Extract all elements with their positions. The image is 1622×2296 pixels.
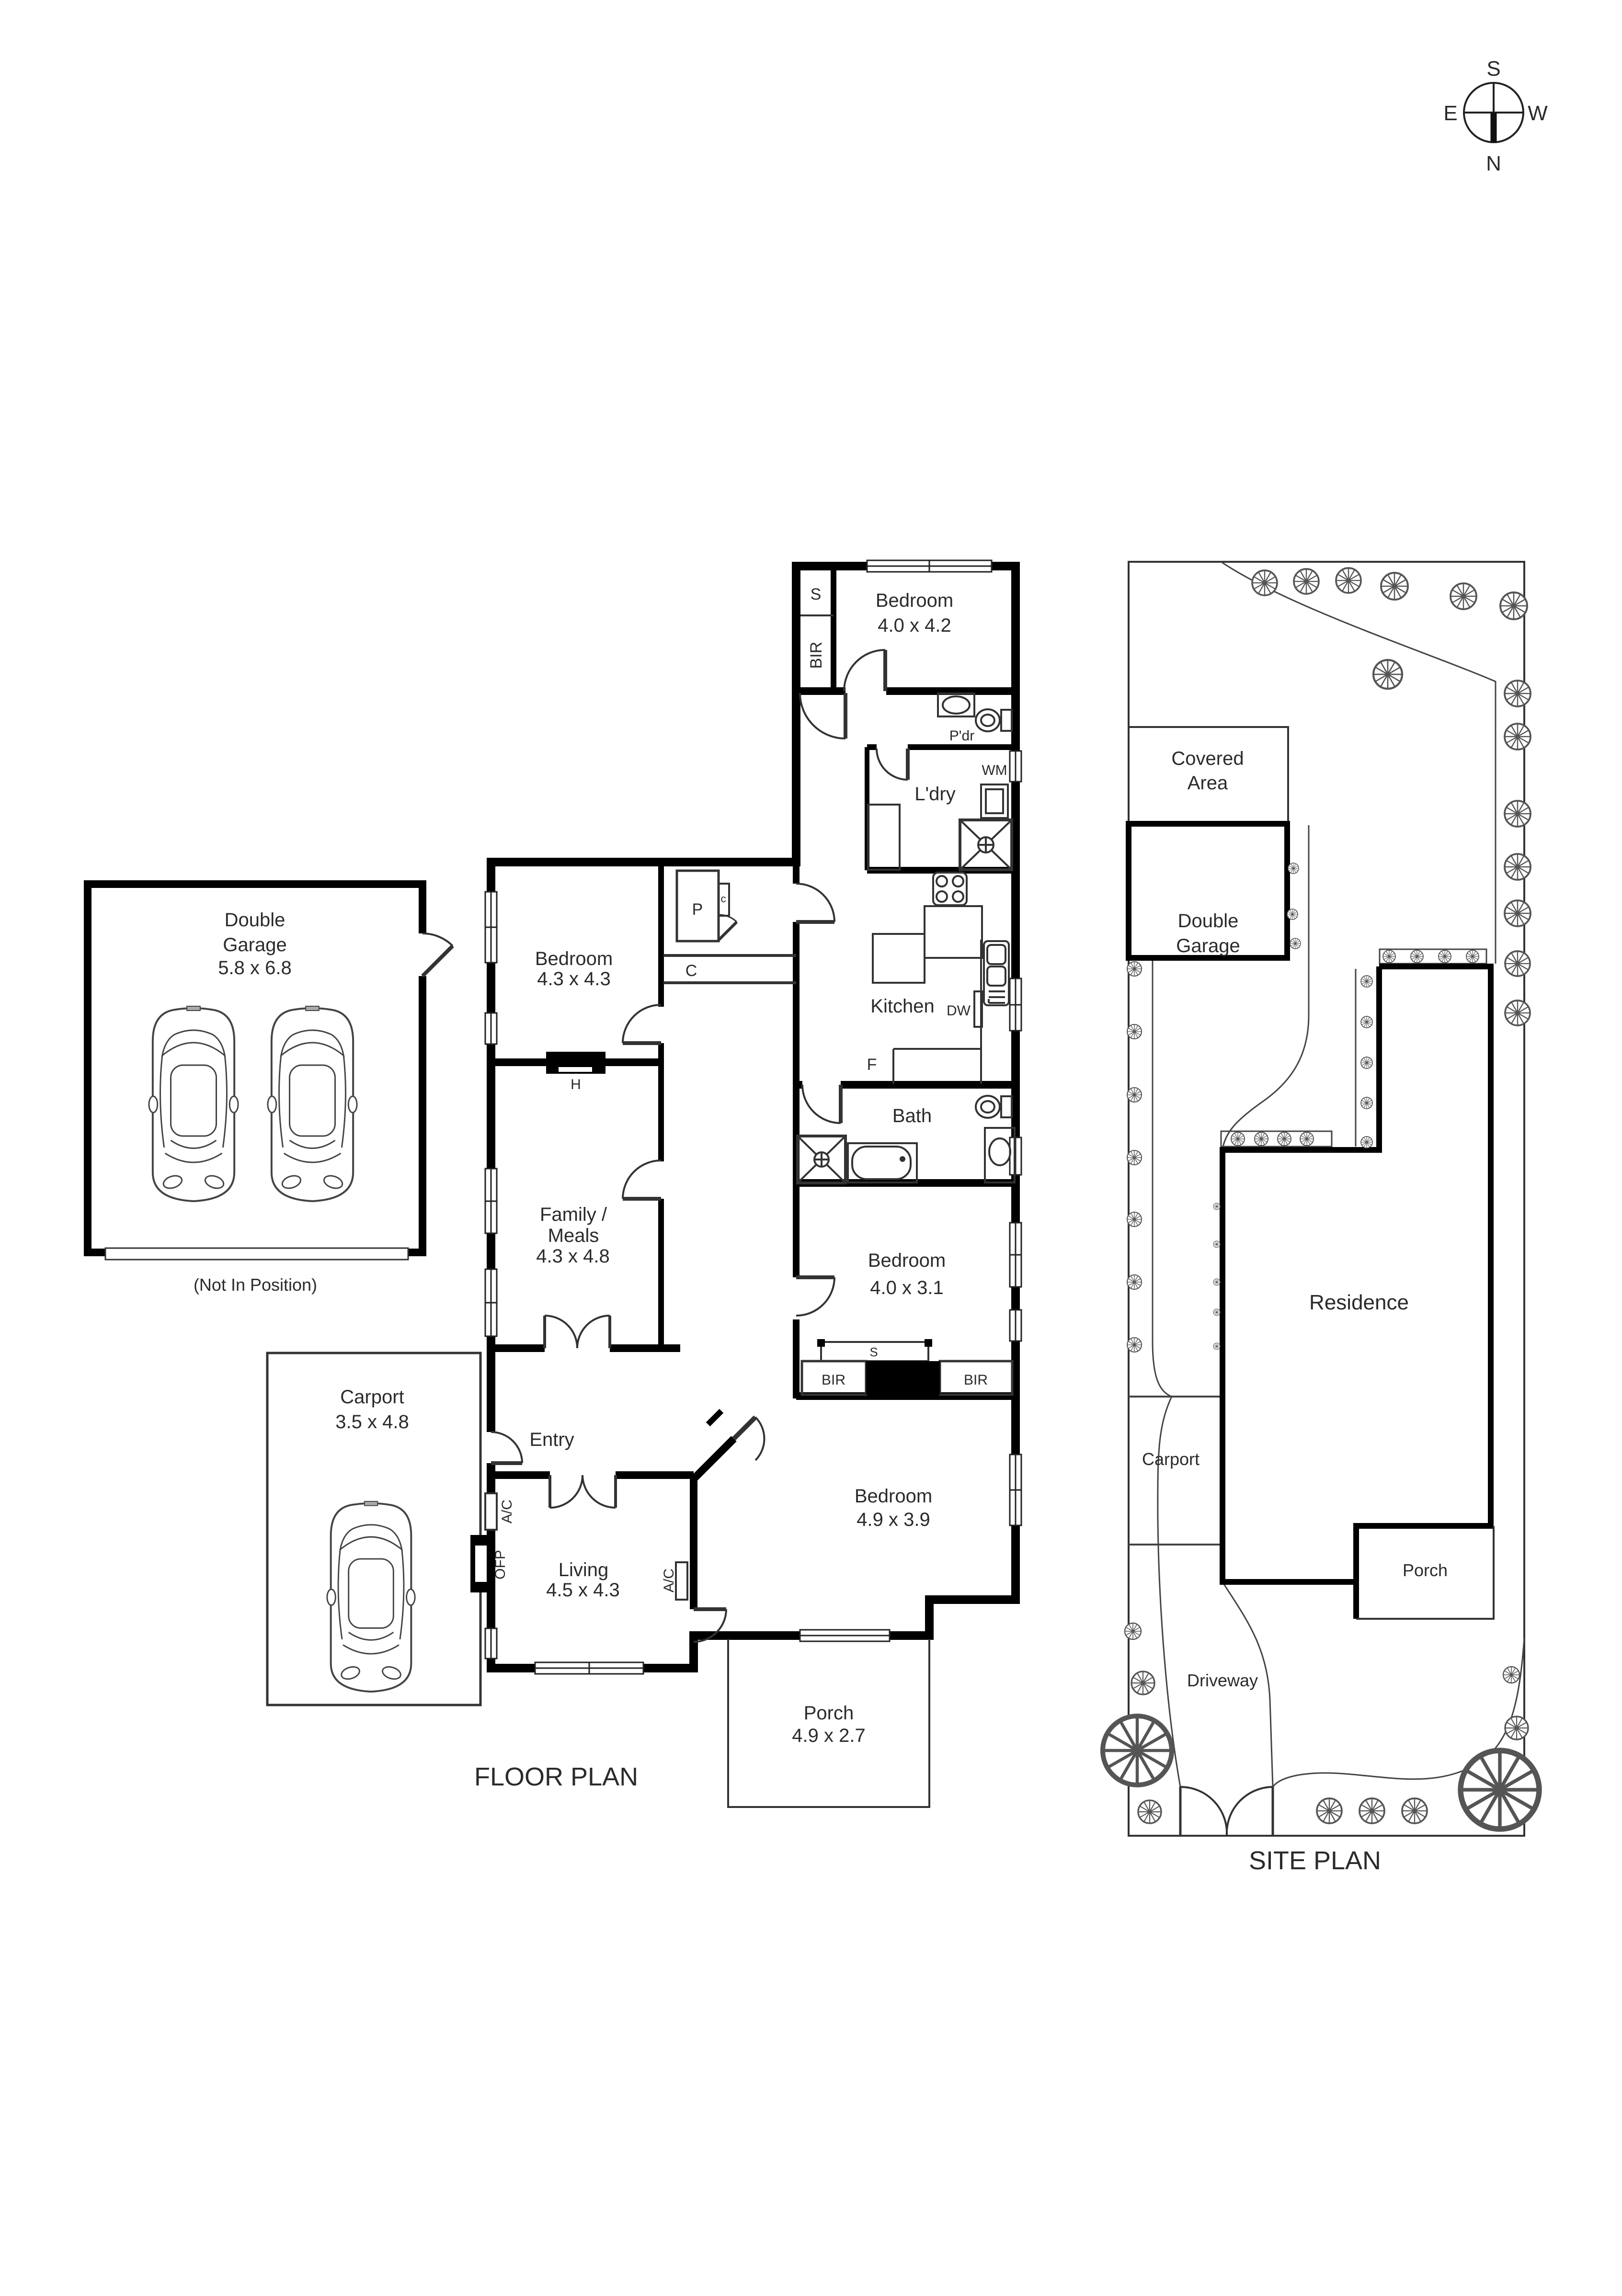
- bedroom-south-dims: 4.9 x 3.9: [857, 1509, 930, 1530]
- living-name: Living: [559, 1559, 609, 1580]
- heater-label: H: [571, 1077, 581, 1092]
- cars: [148, 1005, 416, 1693]
- store-label-middle: S: [869, 1345, 878, 1359]
- compass-east-label: E: [1443, 102, 1457, 125]
- site-driveway-label: Driveway: [1187, 1671, 1258, 1690]
- bir-label-left: BIR: [822, 1372, 845, 1388]
- family-dims: 4.3 x 4.8: [536, 1246, 609, 1267]
- entry-label: Entry: [529, 1429, 574, 1450]
- doors: [421, 649, 910, 1643]
- laundry-label: L'dry: [914, 784, 955, 805]
- garage-car-right: [266, 1005, 358, 1202]
- bedroom-north-dims: 4.0 x 4.2: [878, 615, 951, 636]
- ofp-label: OFP: [492, 1550, 508, 1580]
- site-plan-title: SITE PLAN: [1249, 1846, 1381, 1875]
- site-covered-line1: Covered: [1171, 748, 1244, 769]
- site-garage: [1126, 821, 1290, 961]
- site-covered-line2: Area: [1188, 773, 1228, 794]
- site-residence-label: Residence: [1309, 1291, 1409, 1314]
- porch-name: Porch: [804, 1703, 854, 1724]
- site-covered-area: [1128, 726, 1289, 824]
- kitchen-label: Kitchen: [870, 996, 934, 1017]
- powder-label: P'dr: [949, 728, 974, 744]
- pantry-label: P: [692, 900, 703, 919]
- fixtures: [470, 614, 1016, 1808]
- bedroom-west-name: Bedroom: [535, 948, 613, 969]
- windows: [484, 559, 1022, 1675]
- floor-plan-title: FLOOR PLAN: [474, 1762, 638, 1791]
- garage-walls: [84, 880, 426, 1256]
- bedroom-middle-name: Bedroom: [868, 1250, 946, 1271]
- dw-label: DW: [947, 1003, 971, 1019]
- carport-outline: [266, 1352, 482, 1706]
- bir-label-north: BIR: [807, 642, 825, 669]
- living-dims: 4.5 x 4.3: [546, 1580, 619, 1601]
- floor-plan-labels: Bedroom 4.0 x 4.2 S BIR P'dr WM L'dry Ki…: [194, 585, 1007, 1791]
- wm-label: WM: [982, 762, 1007, 778]
- fridge-label: F: [867, 1056, 877, 1074]
- family-name-line2: Meals: [548, 1225, 599, 1246]
- site-boundary: [1128, 561, 1525, 1837]
- family-name-line1: Family /: [540, 1204, 607, 1225]
- site-carport-label: Carport: [1142, 1449, 1199, 1469]
- garage-door-panel: [104, 1247, 409, 1261]
- garage-note: (Not In Position): [194, 1275, 317, 1295]
- ac-west-label: A/C: [499, 1500, 515, 1523]
- bedroom-west-dims: 4.3 x 4.3: [537, 968, 610, 989]
- ac-east-label: A/C: [661, 1569, 677, 1592]
- interior-walls: [491, 570, 1016, 1668]
- compass-north-label: N: [1486, 152, 1501, 175]
- bir-label-right: BIR: [964, 1372, 988, 1388]
- site-plan: Covered Area Double Garage Residence Car…: [1103, 561, 1539, 1875]
- site-garage-line2: Garage: [1176, 935, 1240, 956]
- site-gate: [1179, 1785, 1274, 1836]
- bath-label: Bath: [892, 1105, 932, 1126]
- cupboard-label: C: [685, 962, 697, 980]
- garage-name-line1: Double: [225, 909, 286, 931]
- porch-dims: 4.9 x 2.7: [792, 1725, 865, 1746]
- floor-plan: Bedroom 4.0 x 4.2 S BIR P'dr WM L'dry Ki…: [84, 559, 1022, 1808]
- carport-name: Carport: [340, 1387, 404, 1408]
- garage-car-left: [148, 1005, 240, 1202]
- carport-car: [326, 1500, 416, 1693]
- site-porch-label: Porch: [1403, 1560, 1448, 1580]
- site-plan-labels: Covered Area Double Garage Residence Car…: [1142, 748, 1448, 1875]
- garage-dims: 5.8 x 6.8: [218, 957, 291, 978]
- bedroom-north-name: Bedroom: [876, 590, 953, 611]
- garage-name-line2: Garage: [223, 934, 286, 955]
- carport-dims: 3.5 x 4.8: [335, 1411, 409, 1432]
- store-label-north: S: [811, 585, 822, 603]
- site-residence-outline: [1220, 964, 1494, 1619]
- cupboard-small-label: c: [721, 893, 726, 905]
- bedroom-middle-dims: 4.0 x 3.1: [870, 1277, 943, 1298]
- bedroom-south-name: Bedroom: [855, 1486, 932, 1507]
- compass-rose: S N E W: [1443, 57, 1548, 175]
- site-garage-line1: Double: [1178, 910, 1239, 932]
- compass-west-label: W: [1528, 102, 1548, 125]
- compass-cross: [1464, 83, 1523, 114]
- compass-south-label: S: [1486, 57, 1500, 80]
- site-porch-outline: [1356, 1526, 1495, 1620]
